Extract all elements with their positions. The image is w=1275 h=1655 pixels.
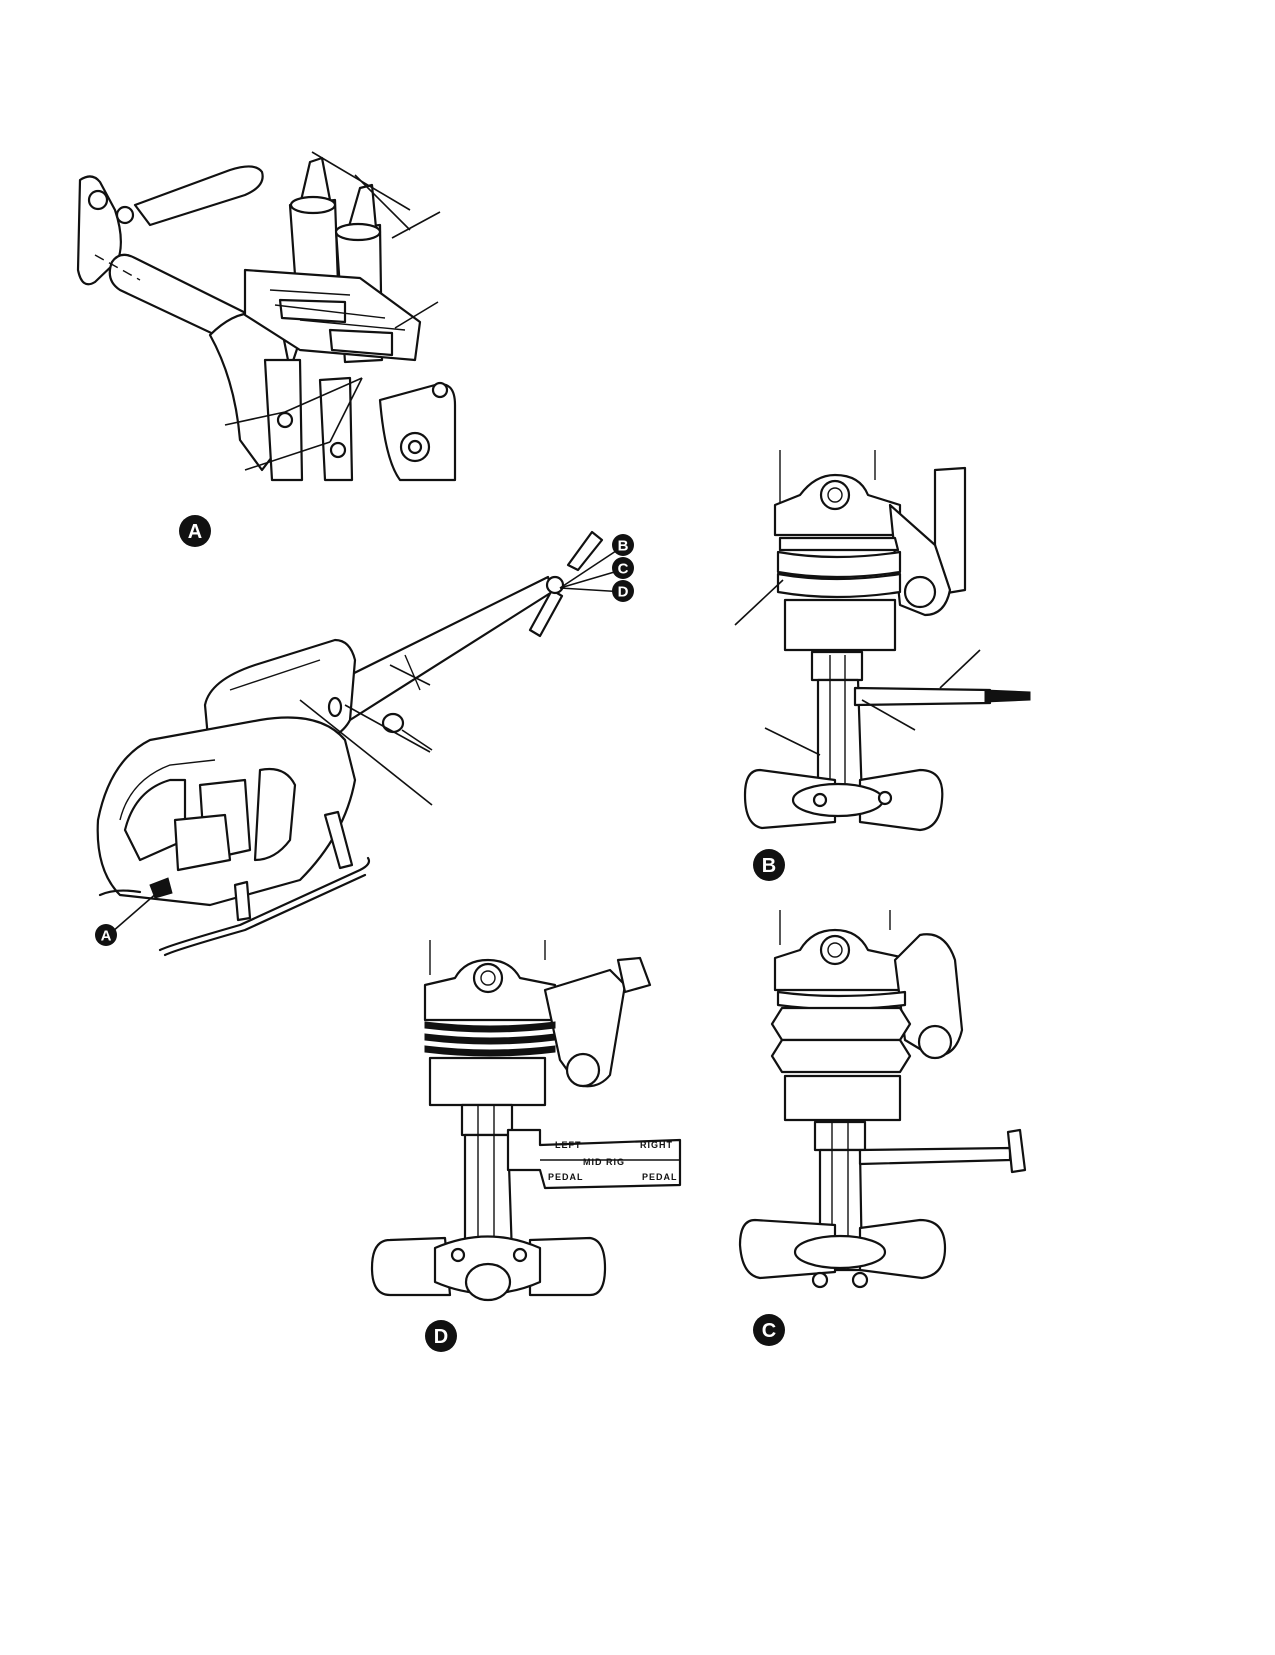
detail-c-tail-rotor-pitch — [738, 910, 1027, 1289]
callout-a-label: A — [101, 928, 112, 945]
callout-a: A — [95, 924, 117, 946]
scale-left-label: LEFT — [555, 1140, 582, 1150]
detail-a-pedal-linkage — [76, 151, 457, 482]
callout-d: D — [612, 580, 634, 602]
detail-b-badge: B — [753, 849, 785, 881]
scale-pedal-left-label: PEDAL — [548, 1172, 584, 1182]
callout-b: B — [612, 534, 634, 556]
helicopter-overview — [96, 530, 629, 957]
detail-d-tail-rotor-pitch — [370, 940, 682, 1302]
detail-b-tail-rotor-pitch — [734, 450, 1031, 832]
rig-tool-scale: LEFT RIGHT MID RIG PEDAL PEDAL — [548, 1140, 678, 1182]
detail-c-badge: C — [753, 1314, 785, 1346]
detail-a-badge: A — [179, 515, 211, 547]
scale-mid-rig-label: MID RIG — [583, 1157, 625, 1167]
callout-d-label: D — [618, 584, 629, 601]
detail-a-label: A — [188, 521, 202, 543]
scale-right-label: RIGHT — [640, 1140, 673, 1150]
callout-b-label: B — [618, 538, 629, 555]
detail-c-label: C — [762, 1320, 776, 1342]
callout-c: C — [612, 557, 634, 579]
scale-pedal-right-label: PEDAL — [642, 1172, 678, 1182]
detail-d-badge: D — [425, 1320, 457, 1352]
detail-b-label: B — [762, 855, 776, 877]
callout-c-label: C — [618, 561, 629, 578]
detail-d-label: D — [434, 1326, 448, 1348]
